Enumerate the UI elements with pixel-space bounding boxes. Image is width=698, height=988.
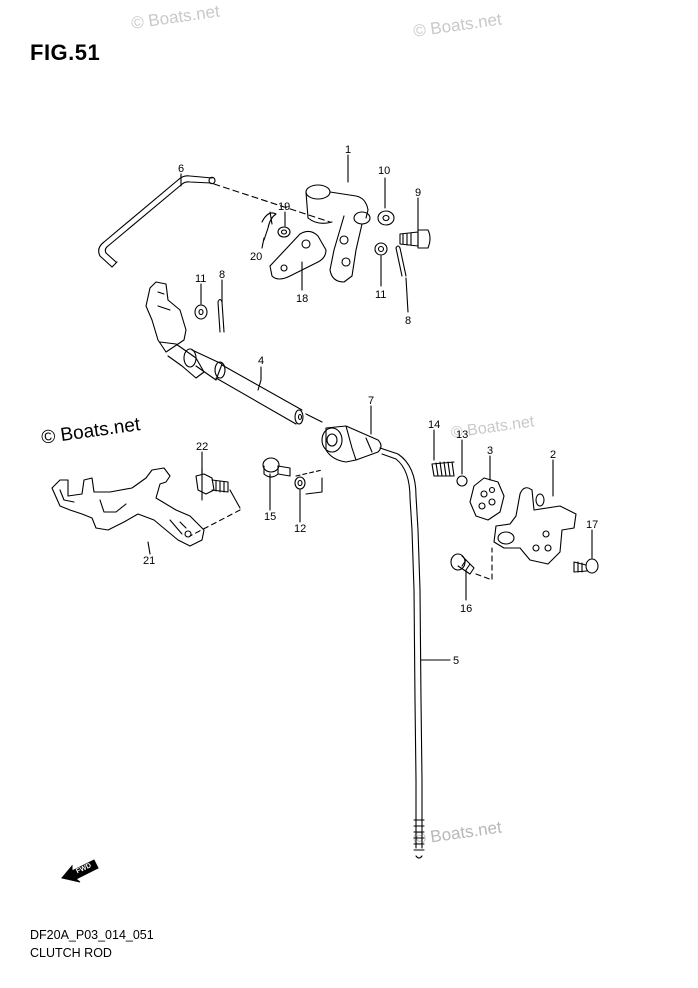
spring-14 <box>431 461 455 477</box>
bolt-9 <box>399 229 431 249</box>
washer-12 <box>294 476 306 490</box>
callout-16: 16 <box>460 603 472 615</box>
shift-lever-1 <box>305 184 371 283</box>
bolt-16 <box>450 553 475 575</box>
callout-11-left: 11 <box>195 273 206 285</box>
callout-20: 20 <box>250 251 262 263</box>
clip-20 <box>261 212 277 241</box>
callout-17: 17 <box>586 519 598 531</box>
clutch-cam-lever-2 <box>493 487 577 565</box>
washer-19 <box>277 226 291 238</box>
callout-8-left: 8 <box>219 269 225 281</box>
bolt-15 <box>262 457 291 478</box>
callout-5: 5 <box>453 655 459 667</box>
leader-lines <box>147 154 593 661</box>
callout-22: 22 <box>196 441 208 453</box>
callout-9: 9 <box>415 187 421 199</box>
cotter-pin-8-upper <box>395 245 407 277</box>
clutch-rod-5 <box>379 447 425 859</box>
forward-arrow-icon: FWD <box>61 859 99 883</box>
joint-7 <box>321 425 382 463</box>
washer-10 <box>377 210 395 226</box>
callout-2: 2 <box>550 449 556 461</box>
lever-plate-18 <box>269 230 327 280</box>
callout-10: 10 <box>378 165 390 177</box>
bracket-21 <box>51 467 205 547</box>
model-code: DF20A_P03_014_051 <box>30 928 154 942</box>
figure-title: FIG.51 <box>30 40 101 65</box>
callout-3: 3 <box>487 445 493 457</box>
callout-14: 14 <box>428 419 440 431</box>
ball-13 <box>456 475 468 487</box>
shift-shaft-4 <box>145 281 323 425</box>
link-rod-6-leader <box>213 183 331 223</box>
callout-1: 1 <box>345 144 351 156</box>
figure-caption: CLUTCH ROD <box>30 946 112 960</box>
cotter-pin-8-left <box>217 298 225 333</box>
callout-12: 12 <box>294 523 306 535</box>
bolt-22 <box>195 473 229 495</box>
link-rod-6 <box>98 175 216 268</box>
callout-6: 6 <box>178 163 184 175</box>
callout-21: 21 <box>143 555 155 567</box>
callout-18: 18 <box>296 293 308 305</box>
callout-labels: 1 6 10 9 19 20 18 11 8 11 8 4 7 14 13 3 … <box>143 144 598 667</box>
callout-13: 13 <box>456 429 468 441</box>
callout-7: 7 <box>368 395 374 407</box>
washer-11-left <box>194 304 208 320</box>
washer-11-upper <box>374 242 388 256</box>
detent-cam-3 <box>469 477 505 521</box>
callout-19: 19 <box>278 201 290 213</box>
callout-11-upper: 11 <box>375 289 386 301</box>
callout-15: 15 <box>264 511 276 523</box>
screw-17 <box>573 558 599 574</box>
callout-4: 4 <box>258 355 264 367</box>
callout-8-upper: 8 <box>405 315 411 327</box>
